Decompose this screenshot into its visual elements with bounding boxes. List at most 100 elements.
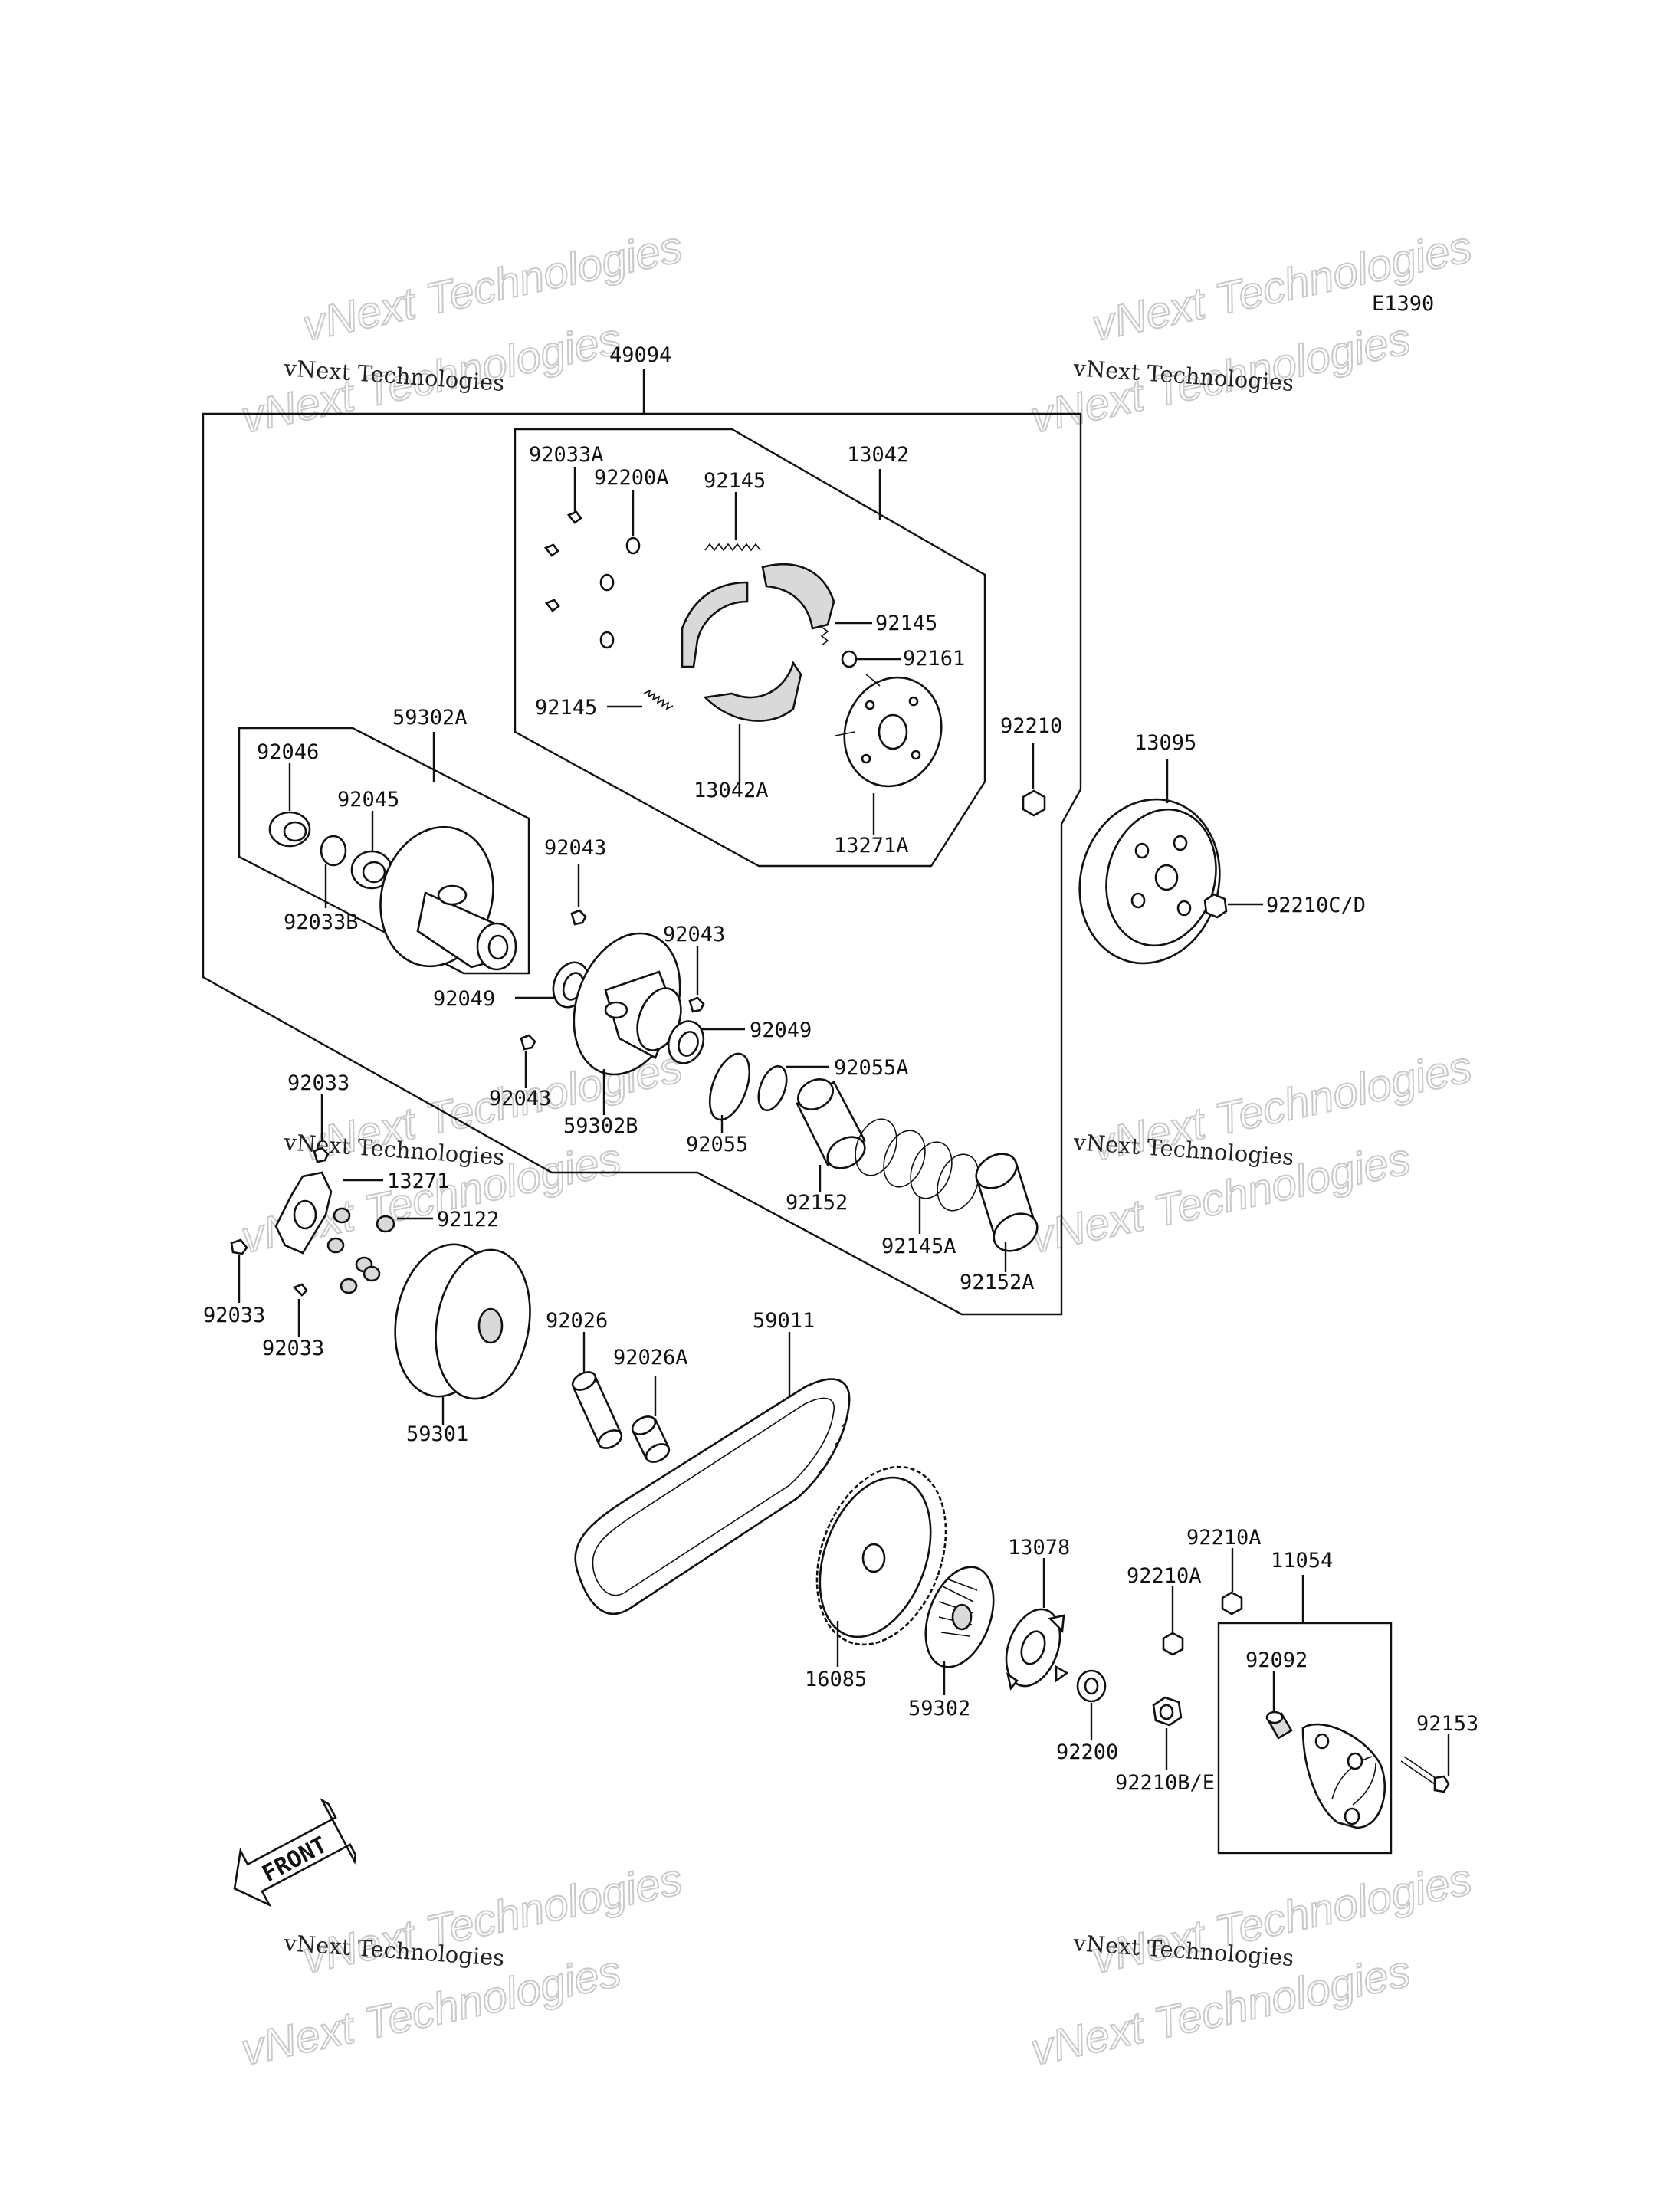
pin-92043-top bbox=[570, 909, 587, 926]
collar-92161 bbox=[841, 650, 858, 668]
label-49094: 49094 bbox=[609, 343, 671, 367]
label-92210BE: 92210B/E bbox=[1115, 1771, 1215, 1795]
clutch-shoe bbox=[761, 563, 835, 630]
label-92049-left: 92049 bbox=[433, 987, 495, 1011]
diagram-code: E1390 bbox=[1372, 292, 1434, 316]
sheave-59302 bbox=[924, 1566, 995, 1668]
collar-92026 bbox=[571, 1371, 623, 1449]
watermark-mid-right: vNext Technologies vNext Technologies vN… bbox=[1025, 1041, 1477, 1263]
label-92152A: 92152A bbox=[960, 1271, 1035, 1294]
label-92092: 92092 bbox=[1245, 1648, 1308, 1672]
label-92033-bot: 92033 bbox=[262, 1337, 324, 1360]
label-92200: 92200 bbox=[1056, 1740, 1118, 1764]
label-92145-right: 92145 bbox=[875, 612, 937, 635]
nut-92210A-1 bbox=[1162, 1632, 1184, 1656]
label-92210A-1: 92210A bbox=[1127, 1564, 1202, 1588]
sheave-59301 bbox=[394, 1243, 531, 1400]
label-92026A: 92026A bbox=[613, 1346, 688, 1369]
washer-92200A bbox=[599, 536, 641, 649]
nut-92210BE bbox=[1152, 1696, 1183, 1727]
clip-92033-top bbox=[313, 1146, 330, 1163]
watermark-bottom-right: vNext Technologies vNext Technologies vN… bbox=[1025, 1853, 1477, 2075]
assembly-13042-outline bbox=[514, 428, 986, 868]
label-13078: 13078 bbox=[1008, 1536, 1070, 1560]
label-13271: 13271 bbox=[387, 1169, 449, 1193]
label-92153: 92153 bbox=[1416, 1712, 1478, 1736]
label-92033A: 92033A bbox=[529, 443, 604, 467]
oring-92055 bbox=[708, 1052, 751, 1121]
nut-92210 bbox=[1022, 789, 1046, 817]
label-92033-top: 92033 bbox=[287, 1071, 349, 1095]
oring-92055A bbox=[757, 1064, 788, 1112]
bolt-92153 bbox=[1400, 1756, 1450, 1793]
label-92210CD: 92210C/D bbox=[1266, 894, 1366, 917]
watermark-top-right: vNext Technologies vNext Technologies vN… bbox=[1025, 221, 1477, 443]
label-92145A: 92145A bbox=[881, 1235, 956, 1258]
label-92026: 92026 bbox=[546, 1309, 608, 1333]
assembly-59302A-outline bbox=[238, 727, 530, 975]
assembly-11054-outline bbox=[1217, 1622, 1393, 1855]
label-92043-bot: 92043 bbox=[489, 1087, 551, 1110]
bracket-11054 bbox=[1301, 1723, 1386, 1829]
watermark-top-left: vNext Technologies vNext Technologies vN… bbox=[236, 221, 687, 443]
collar-92152 bbox=[796, 1078, 866, 1169]
clutch-plate-13271A bbox=[835, 674, 943, 788]
fan-16085 bbox=[815, 1465, 947, 1646]
clip-92033-bot bbox=[292, 1283, 308, 1297]
spring-92145A bbox=[855, 1118, 979, 1212]
label-92043-mid: 92043 bbox=[663, 923, 725, 946]
seal-92049-left bbox=[552, 961, 590, 1009]
spring-92145-left bbox=[643, 689, 674, 710]
label-59302A: 59302A bbox=[392, 706, 468, 730]
label-92200A: 92200A bbox=[594, 466, 669, 490]
label-92210: 92210 bbox=[1000, 714, 1062, 738]
ramp-plate-13271 bbox=[274, 1171, 333, 1255]
watermark-outline-text: vNext Technologies bbox=[298, 221, 687, 350]
clip-92033-left bbox=[230, 1238, 248, 1255]
label-59302B: 59302B bbox=[563, 1114, 638, 1138]
label-92045: 92045 bbox=[337, 788, 399, 812]
label-92161: 92161 bbox=[903, 647, 965, 671]
circlip-92033B bbox=[320, 835, 347, 867]
nut-92210A-2 bbox=[1221, 1591, 1243, 1615]
collar-92152A bbox=[975, 1153, 1039, 1252]
label-92145-top: 92145 bbox=[704, 469, 766, 493]
sheave-59302A bbox=[379, 825, 517, 971]
nut-92210CD bbox=[1203, 893, 1228, 919]
drive-belt-59011 bbox=[574, 1378, 851, 1615]
clutch-shoe-group: 92033A 92200A 92145 92145 92145 13042A bbox=[529, 443, 965, 858]
label-92033B: 92033B bbox=[284, 910, 359, 934]
assembly-49094-outline bbox=[202, 412, 1082, 1316]
label-92046: 92046 bbox=[257, 740, 319, 764]
label-11054: 11054 bbox=[1271, 1549, 1333, 1573]
label-59011: 59011 bbox=[753, 1309, 815, 1333]
front-arrow-icon: FRONT bbox=[233, 1797, 357, 1907]
label-92049-right: 92049 bbox=[750, 1018, 812, 1042]
label-59302: 59302 bbox=[908, 1697, 970, 1720]
clutch-shoe bbox=[703, 660, 802, 722]
label-13095: 13095 bbox=[1134, 731, 1196, 755]
label-92055: 92055 bbox=[686, 1133, 748, 1156]
label-92122: 92122 bbox=[437, 1208, 499, 1232]
label-13271A: 13271A bbox=[834, 834, 909, 858]
hub-13078 bbox=[1005, 1608, 1069, 1691]
weight-roller-92122 bbox=[326, 1207, 395, 1294]
label-92043-top: 92043 bbox=[544, 836, 606, 860]
label-92145-left: 92145 bbox=[535, 696, 597, 720]
bearing-92046 bbox=[268, 811, 311, 848]
seal-92049-right bbox=[667, 1020, 705, 1064]
spring-92145-top bbox=[704, 543, 761, 552]
pin-92043-mid bbox=[688, 996, 705, 1013]
label-16085: 16085 bbox=[805, 1668, 867, 1691]
label-13042: 13042 bbox=[847, 443, 909, 467]
label-92152: 92152 bbox=[786, 1191, 848, 1215]
clutch-shoe bbox=[681, 581, 749, 668]
washer-92200 bbox=[1076, 1669, 1107, 1703]
collar-92092 bbox=[1265, 1711, 1293, 1740]
label-92033-left: 92033 bbox=[203, 1304, 265, 1327]
label-92055A: 92055A bbox=[834, 1056, 909, 1080]
pin-92043-bot bbox=[520, 1034, 536, 1051]
clutch-drum-13095 bbox=[1078, 798, 1221, 965]
